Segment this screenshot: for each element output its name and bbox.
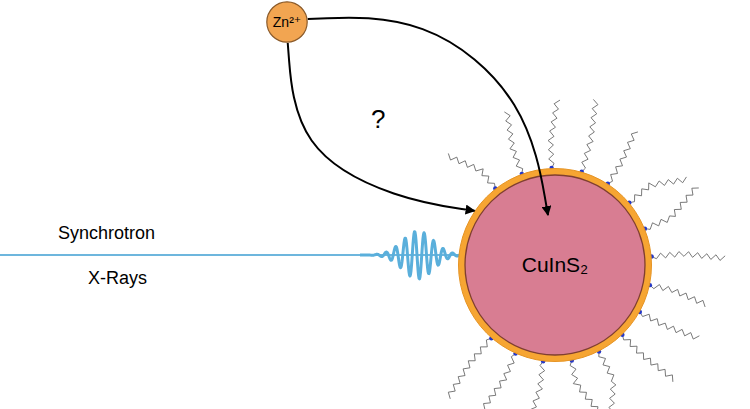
node-label: Zn²⁺ [266,1,308,43]
ligand-chain [448,338,491,399]
x-ray-wave [360,232,462,279]
ligand-chain [548,100,560,168]
ion-circle: Zn²⁺ [266,1,308,43]
ligand-chain [622,335,672,382]
ligand-chain [629,177,686,203]
ligand-chain [478,354,515,409]
question-mark: ? [371,104,385,135]
ligand-chain [448,153,495,188]
ligand-chain [650,285,705,307]
ligand-chain [608,132,638,184]
ligand-chain [645,188,699,229]
ligand-chain [570,361,598,409]
beam-label: Synchrotron [58,223,155,244]
node-label: CuInS₂ [458,168,652,362]
ligand-chain [599,351,616,409]
ligand-chain [527,361,544,409]
ligand-chain [640,312,700,339]
ligand-shell [448,99,725,409]
ligand-chain [652,252,726,261]
ligand-chain [504,112,522,174]
nanocrystal-circle: CuInS₂ [458,168,652,362]
beam-label: X-Rays [88,268,147,289]
shell-ring [459,169,652,362]
curved-arrow [288,43,475,211]
ligand-chain [582,99,598,171]
ion-fill [267,2,307,42]
